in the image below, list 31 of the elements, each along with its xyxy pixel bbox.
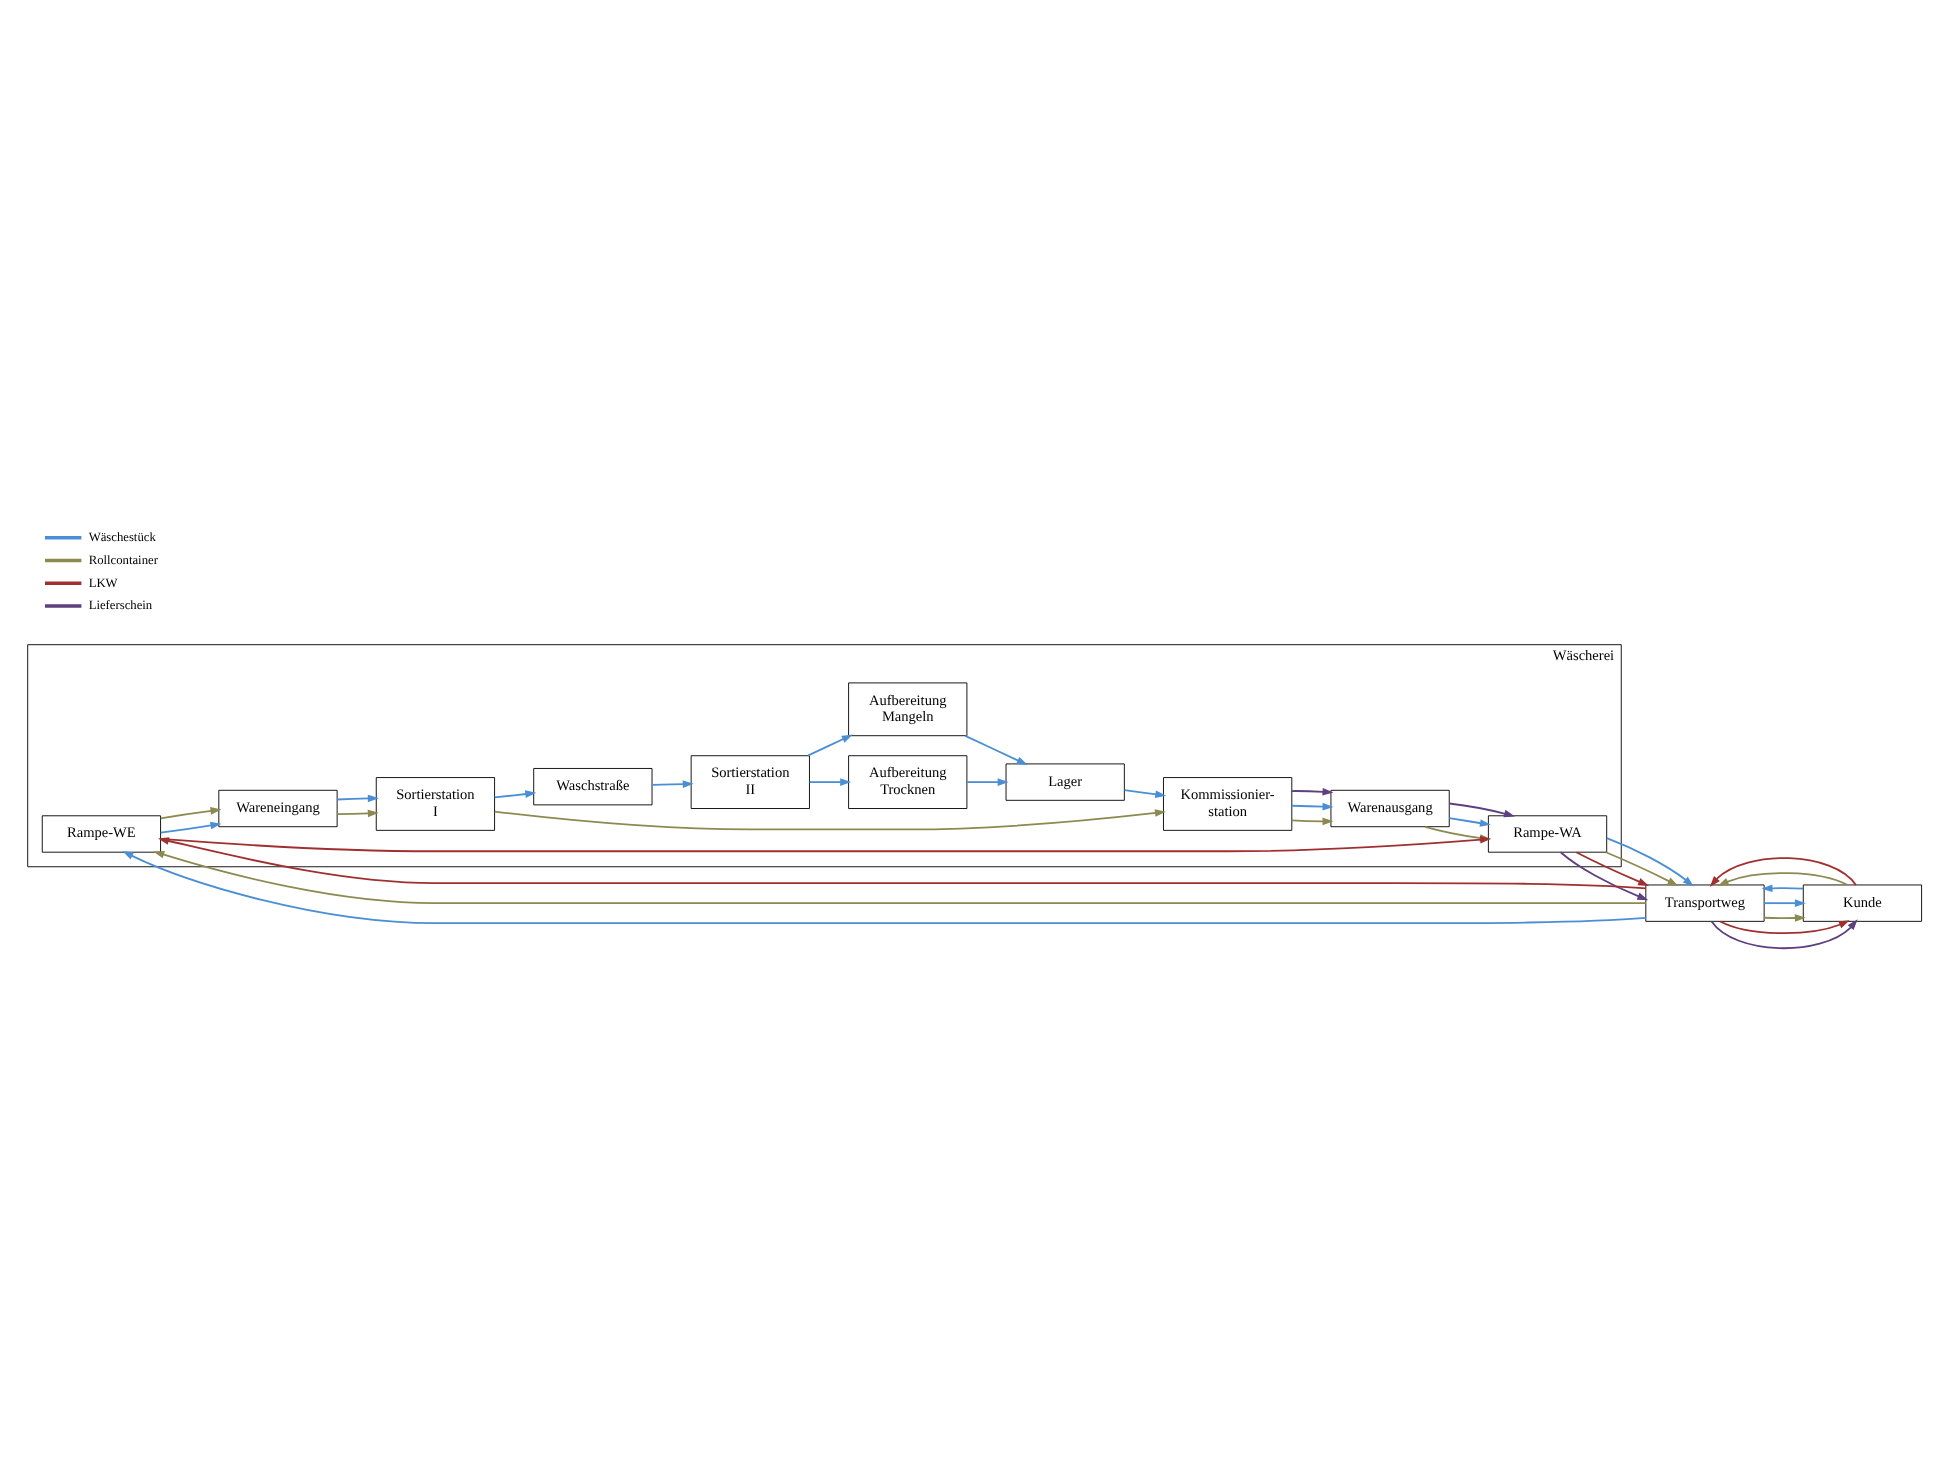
arrow <box>336 809 379 818</box>
arrow <box>1710 919 1858 950</box>
arrow <box>651 780 694 788</box>
arrow <box>493 790 537 799</box>
arrow <box>336 794 379 803</box>
arrow <box>966 778 1009 786</box>
arrow <box>1717 872 1849 886</box>
arrow <box>1763 899 1806 907</box>
arrow <box>1448 817 1491 827</box>
arrow <box>159 821 222 834</box>
arrow <box>159 807 222 820</box>
arrow <box>1605 851 1679 886</box>
arrow <box>1709 857 1857 887</box>
arrow <box>1123 789 1167 799</box>
arrow <box>122 851 1647 925</box>
arrow <box>1290 817 1334 826</box>
arrow <box>1290 787 1334 796</box>
arrow <box>1605 837 1694 887</box>
arrow <box>493 809 1166 831</box>
arrow <box>153 851 1647 905</box>
arrow <box>157 837 1647 890</box>
arrow <box>1575 851 1650 886</box>
arrow <box>1719 920 1850 935</box>
arrow <box>964 734 1028 765</box>
arrow <box>808 778 852 786</box>
arrow <box>1763 914 1806 922</box>
arrow <box>1448 802 1515 818</box>
arrow <box>806 734 853 757</box>
arrow <box>1559 851 1649 901</box>
arrow <box>1761 884 1804 893</box>
arrow <box>1290 802 1334 811</box>
